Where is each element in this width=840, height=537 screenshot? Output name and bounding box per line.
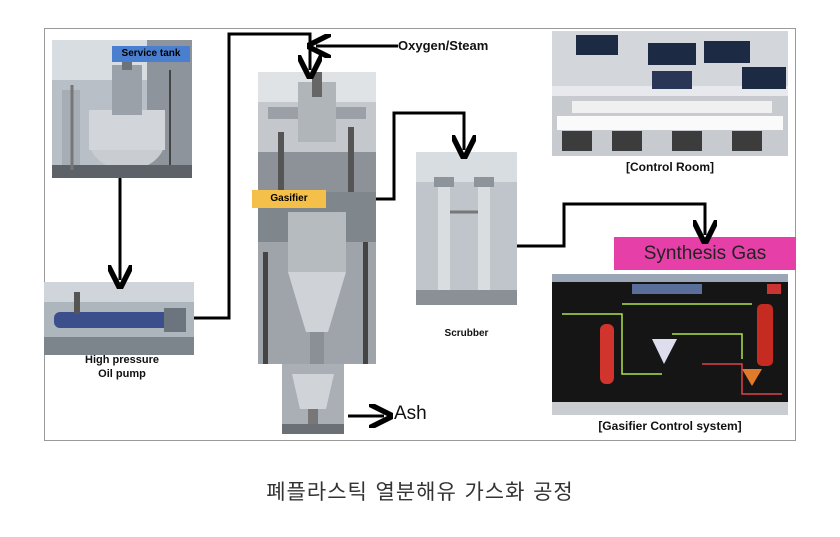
gasifier-photo-lower <box>282 364 344 434</box>
control-room-label: [Control Room] <box>626 160 714 174</box>
oil-pump-label-line1: High pressure <box>85 354 159 366</box>
gasifier-tag: Gasifier <box>252 190 326 208</box>
oil-pump-photo <box>44 282 194 355</box>
flow-scrubber-to-syngas <box>517 202 705 248</box>
scrubber-photo <box>416 152 517 305</box>
ash-label: Ash <box>394 403 427 424</box>
gasifier-control-label: [Gasifier Control system] <box>598 419 742 433</box>
gasifier-photo-upper <box>258 72 376 192</box>
service-tank-tag: Service tank <box>112 46 190 62</box>
diagram-caption: 폐플라스틱 열분해유 가스화 공정 <box>266 480 574 504</box>
flow-gasifier-to-scrubber <box>376 111 464 201</box>
scrubber-label: Scrubber <box>444 328 489 339</box>
gasifier-control-screen <box>552 274 788 415</box>
oil-pump-label-line2: Oil pump <box>98 368 146 380</box>
oxygen-steam-label: Oxygen/Steam <box>398 38 489 53</box>
gasifier-photo-middle <box>258 192 376 364</box>
control-room-photo <box>552 31 788 156</box>
flow-pump-to-gasifier <box>194 32 310 320</box>
